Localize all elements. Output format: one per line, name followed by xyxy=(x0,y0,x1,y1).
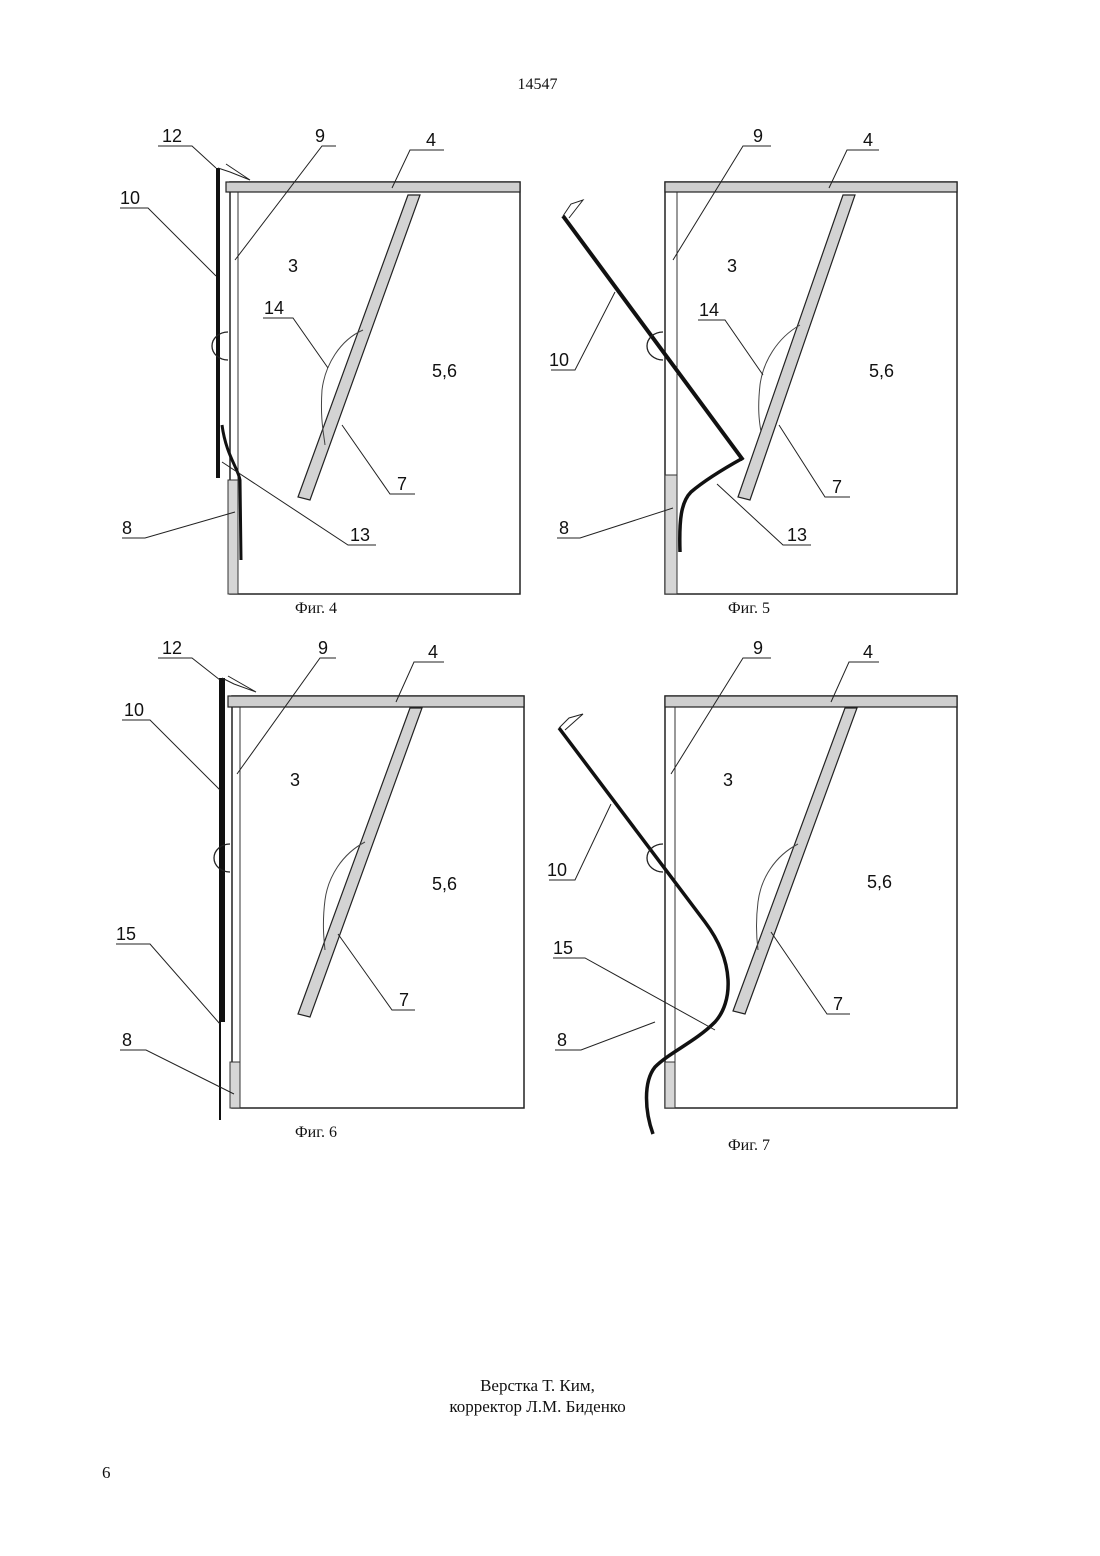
label-7: 7 xyxy=(832,477,842,497)
caption-fig-6: Фиг. 6 xyxy=(295,1124,337,1142)
caption-fig-4: Фиг. 4 xyxy=(295,600,337,618)
label-5-6: 5,6 xyxy=(869,361,894,381)
leader-8 xyxy=(122,512,235,538)
leader-12 xyxy=(158,146,216,168)
caption-fig-7: Фиг. 7 xyxy=(728,1137,770,1155)
label-3: 3 xyxy=(290,770,300,790)
cabinet-frame xyxy=(230,182,520,594)
top-plate xyxy=(228,696,524,707)
diagonal-bar xyxy=(733,708,857,1014)
hinge-tip xyxy=(218,164,250,180)
caption-fig-5: Фиг. 5 xyxy=(728,600,770,618)
figure-5-drawing: 9 4 3 14 5,6 10 7 8 13 xyxy=(545,120,975,610)
figure-7: 9 4 3 10 5,6 15 7 8 xyxy=(545,632,975,1142)
diagonal-bar xyxy=(738,195,855,500)
leader-10 xyxy=(120,208,216,276)
cabinet-frame xyxy=(232,696,524,1108)
label-14: 14 xyxy=(264,298,284,318)
lower-wall xyxy=(228,480,238,594)
hinge-tip xyxy=(563,200,583,218)
top-plate xyxy=(226,182,520,192)
label-14: 14 xyxy=(699,300,719,320)
figure-5: 9 4 3 14 5,6 10 7 8 13 xyxy=(545,120,975,610)
label-5-6: 5,6 xyxy=(867,872,892,892)
lower-wall xyxy=(230,1062,240,1108)
top-plate xyxy=(665,696,957,707)
leader-14 xyxy=(263,318,328,368)
label-12: 12 xyxy=(162,126,182,146)
label-9: 9 xyxy=(318,638,328,658)
label-8: 8 xyxy=(557,1030,567,1050)
leader-9 xyxy=(671,658,771,774)
hinge-tip xyxy=(222,676,256,692)
lower-wall xyxy=(665,1062,675,1108)
label-9: 9 xyxy=(315,126,325,146)
door-panel xyxy=(559,728,728,1134)
leader-9 xyxy=(235,146,336,260)
diagonal-bar xyxy=(298,195,420,500)
label-3: 3 xyxy=(723,770,733,790)
credits-line-2: корректор Л.М. Биденко xyxy=(0,1396,1075,1417)
leader-15 xyxy=(553,958,715,1030)
label-15: 15 xyxy=(553,938,573,958)
label-10: 10 xyxy=(120,188,140,208)
top-plate xyxy=(665,182,957,192)
lower-wall xyxy=(665,475,677,594)
label-10: 10 xyxy=(549,350,569,370)
label-7: 7 xyxy=(399,990,409,1010)
label-9: 9 xyxy=(753,126,763,146)
label-10: 10 xyxy=(124,700,144,720)
page-number: 6 xyxy=(102,1463,111,1483)
leader-9 xyxy=(237,658,336,774)
label-4: 4 xyxy=(863,642,873,662)
label-7: 7 xyxy=(833,994,843,1014)
door-panel xyxy=(563,216,743,460)
credits-line-1: Верстка Т. Ким, xyxy=(0,1375,1075,1396)
label-4: 4 xyxy=(863,130,873,150)
label-4: 4 xyxy=(426,130,436,150)
label-4: 4 xyxy=(428,642,438,662)
label-8: 8 xyxy=(122,1030,132,1050)
leader-8 xyxy=(555,1022,655,1050)
patent-number: 14547 xyxy=(0,76,1075,94)
cabinet-frame xyxy=(665,182,957,594)
cabinet-frame xyxy=(665,696,957,1108)
leader-8 xyxy=(120,1050,234,1094)
leader-14 xyxy=(698,320,763,375)
label-10: 10 xyxy=(547,860,567,880)
leader-15 xyxy=(116,944,220,1024)
label-8: 8 xyxy=(122,518,132,538)
label-3: 3 xyxy=(727,256,737,276)
label-5-6: 5,6 xyxy=(432,361,457,381)
figure-4-drawing: 12 9 4 10 3 14 5,6 7 8 13 xyxy=(110,120,540,610)
hinge-tip xyxy=(559,714,583,730)
label-5-6: 5,6 xyxy=(432,874,457,894)
figure-4: 12 9 4 10 3 14 5,6 7 8 13 xyxy=(110,120,540,610)
label-15: 15 xyxy=(116,924,136,944)
label-12: 12 xyxy=(162,638,182,658)
leader-12 xyxy=(158,658,220,680)
leader-10 xyxy=(122,720,220,790)
label-13: 13 xyxy=(787,525,807,545)
figure-6-drawing: 12 9 4 10 3 5,6 15 7 8 xyxy=(110,632,540,1122)
label-9: 9 xyxy=(753,638,763,658)
credits: Верстка Т. Ким, корректор Л.М. Биденко xyxy=(0,1375,1075,1417)
figure-6: 12 9 4 10 3 5,6 15 7 8 xyxy=(110,632,540,1122)
label-7: 7 xyxy=(397,474,407,494)
element-13 xyxy=(680,458,743,552)
leader-8 xyxy=(557,508,673,538)
label-13: 13 xyxy=(350,525,370,545)
diagonal-bar xyxy=(298,708,422,1017)
label-3: 3 xyxy=(288,256,298,276)
leader-9 xyxy=(673,146,771,260)
label-8: 8 xyxy=(559,518,569,538)
figure-7-drawing: 9 4 3 10 5,6 15 7 8 xyxy=(545,632,975,1142)
